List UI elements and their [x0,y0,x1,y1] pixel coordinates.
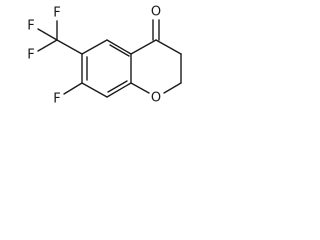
bond-c5-c6 [106,39,132,55]
bond-c4a-c4 [130,39,157,55]
bond-c7-f [63,82,83,95]
atom-labels: O O F F F F [27,5,161,107]
bond-c6-c5 [81,39,108,55]
bond-c8a-c8-inner [107,80,128,93]
atom-fluorine-aryl: F [53,92,60,107]
bond-o1-c8a [130,82,150,94]
bond-cf3-f3 [37,39,58,52]
bond-c8a-c8 [106,82,132,98]
molecule-structure: O O F F F F [27,5,182,107]
bond-cf3-f2 [37,28,58,41]
bond-c6-cf3 [56,39,83,55]
atom-oxygen-ring: O [151,91,161,106]
bond-c8-c7 [81,82,108,98]
bond-c2-o1 [163,82,182,94]
atom-cf3-fluorine-left-top: F [27,19,34,34]
atom-oxygen-carbonyl: O [151,5,161,20]
atom-cf3-fluorine-top: F [53,6,60,21]
bond-c4-c3 [155,39,182,55]
bond-c5-c6-inner [109,44,130,57]
bonds [37,19,182,98]
atom-cf3-fluorine-left-bottom: F [27,48,34,63]
